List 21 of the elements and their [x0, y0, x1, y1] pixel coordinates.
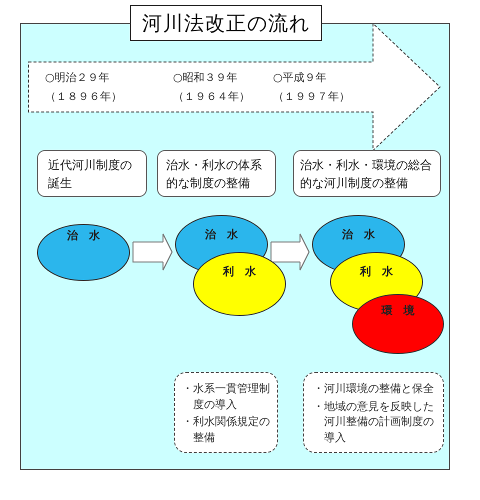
stage-heading: 治水・利水・環境の総合的な河川制度の整備 [293, 150, 441, 197]
date-label: ○昭和３９年 [173, 71, 238, 85]
date-label: （１８９６年） [45, 90, 122, 104]
bullet-item: ・河川環境の整備と保全 [313, 381, 435, 396]
ellipse: 治 水 [37, 224, 130, 281]
date-label: （１９９７年） [273, 90, 350, 104]
block-arrow [270, 234, 310, 270]
title-banner: 河川法改正の流れ [130, 5, 322, 41]
note-box [174, 372, 278, 453]
ellipse: 環 境 [352, 294, 444, 354]
bullet-item: ・水系一貫管理制度の導入 [182, 381, 271, 412]
note-box [303, 372, 444, 453]
stage-heading: 近代河川制度の誕生 [37, 150, 147, 197]
block-arrow [132, 234, 172, 270]
bullet-item: ・利水関係規定の整備 [182, 414, 271, 445]
bullet-item: ・地域の意見を反映した河川整備の計画制度の導入 [313, 398, 435, 445]
stage-heading: 治水・利水の体系的な制度の整備 [157, 150, 276, 197]
ellipse: 利 水 [193, 252, 286, 316]
date-label: ○明治２９年 [45, 71, 110, 85]
date-label: ○平成９年 [273, 71, 327, 85]
date-label: （１９６４年） [173, 90, 250, 104]
